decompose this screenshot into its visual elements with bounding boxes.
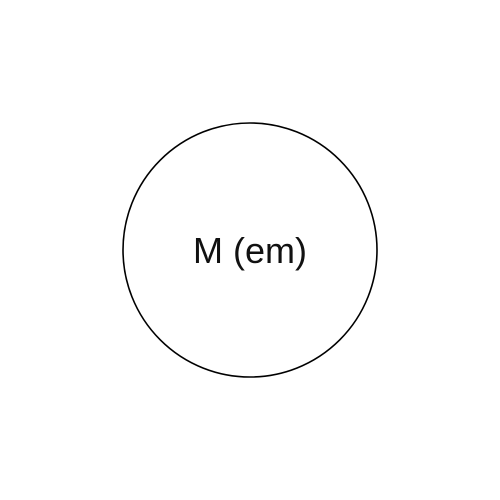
circle-node: M (em) [122, 122, 378, 378]
circle-label: M (em) [193, 230, 307, 271]
circle-shape [122, 122, 378, 378]
